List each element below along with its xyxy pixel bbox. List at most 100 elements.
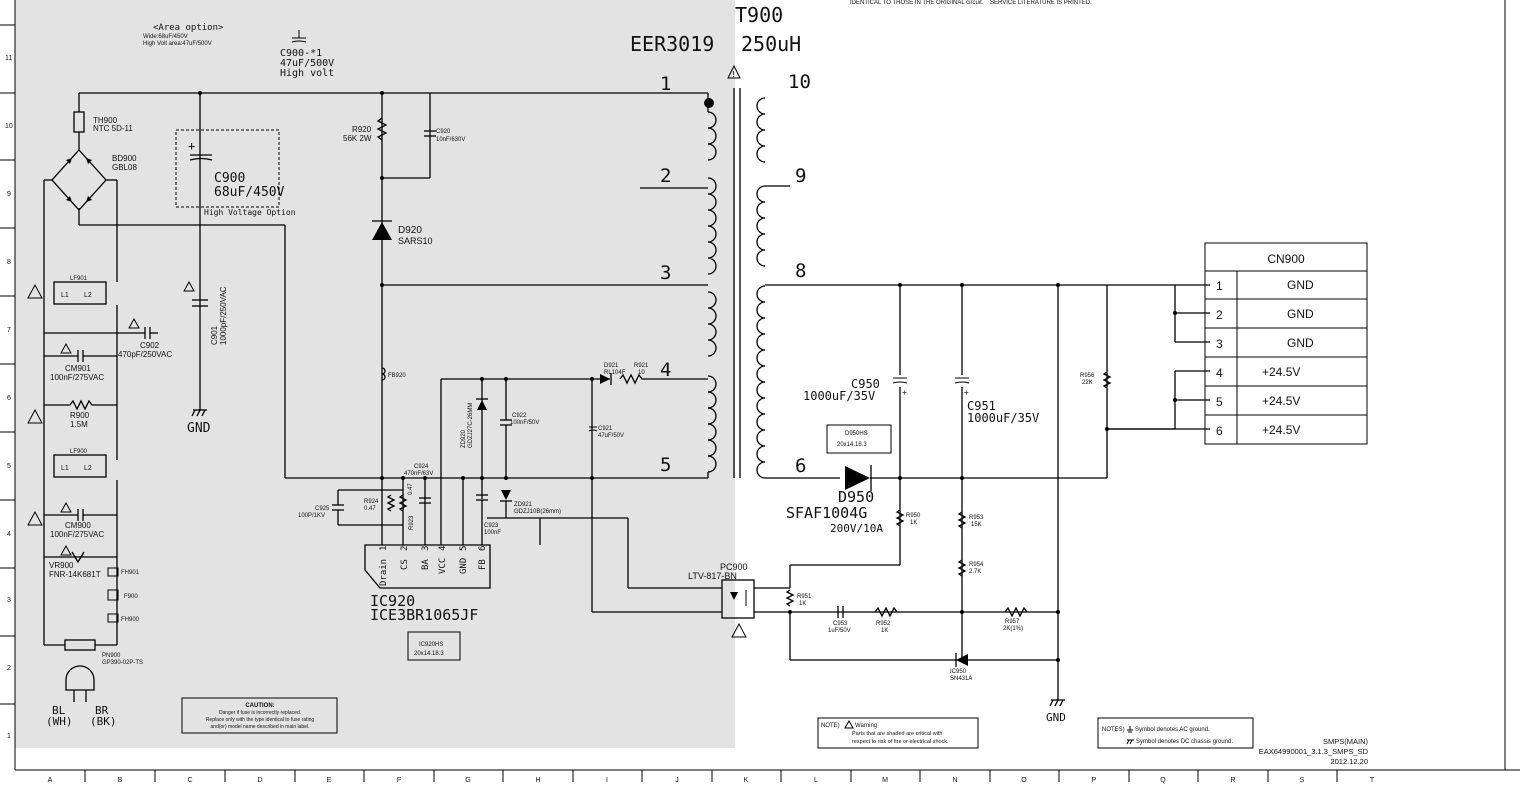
column-label: K [744,777,749,784]
transformer-ref: T900 [735,3,783,27]
column-label: E [327,777,332,784]
d950-diode [845,465,872,491]
column-ticks [84,770,1338,782]
c950-value: 1000uF/35V [803,389,875,403]
transformer-secondary-winding [756,97,766,479]
high-voltage-option-box [175,129,280,208]
c902-ref: C902 [140,341,160,350]
cn900-pin-num: 5 [1216,395,1223,409]
primary-ground-symbol [191,409,207,417]
warning-icon: ! [727,64,741,79]
tx-pin-1: 1 [660,73,671,95]
fb920-bead [381,367,386,381]
c900-1-ref: C900-*1 [280,48,322,59]
r956-resistor [1102,371,1112,389]
row-label: 7 [7,327,11,334]
r920-value: 56K 2W [343,134,372,143]
c951-ref: C951 [967,399,996,413]
fuse-holders [107,567,119,623]
tx-pin-5: 5 [660,454,671,476]
cn900-pin-num: 4 [1216,366,1223,380]
vr900-value: FNR-14K681T [49,570,101,579]
d950-ref: D950 [838,488,874,506]
c900-plus: + [188,139,195,153]
ic-pin-num: 4 [438,546,448,551]
r921-resistor [619,373,650,385]
warning-note-title: Warning [855,723,877,729]
row-label: 10 [5,123,13,130]
r957-ref: R957 [1005,619,1020,625]
ic-pin-num: 5 [459,546,469,551]
ground-note-line1: Symbol denotes AC ground. [1135,727,1210,733]
c953-ref: C953 [833,621,848,627]
warning-note-prefix: NOTE) [821,723,840,729]
area-option-high: High Volt area:47uF/500V [143,41,212,47]
warning-note-line1: Parts that are shaded are critical with [852,731,943,737]
column-label: G [465,777,470,784]
r953-resistor [957,511,967,529]
svg-text:!: ! [732,70,735,79]
row-labels: 11 10 9 8 7 6 5 4 3 2 1 [5,55,13,740]
th900-value: NTC 5D-11 [93,124,133,133]
column-labels: A B C D E F G H I J K L M N O P Q R S T [48,777,1375,784]
primary-wiring [43,92,709,645]
cn900-pin-num: 3 [1216,337,1223,351]
ground-note-box [1097,717,1254,749]
c900-value: 68uF/450V [214,185,285,200]
cn900-pin-label: GND [1287,336,1314,350]
c924-ref: C924 [414,464,429,470]
cm901-capacitor [44,350,117,362]
cn900-pin-label: +24.5V [1262,394,1300,408]
warning-icon [27,510,43,526]
c923-ref: C923 [484,523,499,529]
cn900-pin-num: 1 [1216,279,1223,293]
column-label: R [1230,777,1235,784]
bd900-ref: BD900 [112,154,137,163]
column-label: D [257,777,262,784]
column-label: H [535,777,540,784]
ic920hs-heatsink [407,631,461,661]
r900-value: 1.5M [70,420,88,429]
row-label: 8 [7,259,11,266]
c950-plus: + [902,388,907,397]
r954-ref: R954 [969,562,984,568]
caution-box [181,697,338,734]
cn900-pin-label: +24.5V [1262,365,1300,379]
th900-thermistor [73,111,85,133]
zd920-value: GDZJ27C-26MM [468,403,474,448]
pc900-part: LTV-817-BN [688,571,737,581]
caution-line1: Danger if fuse is incorrectly replaced. [219,710,301,716]
c901-value: 1000pF/250VAC [219,286,228,345]
lf901-l2: L2 [84,292,92,299]
cn900-ref: CN900 [1267,252,1305,266]
polarity-dot [704,98,714,108]
warning-note-line2: respect to risk of fire or electrical sh… [852,739,949,745]
pn900-ref: PN900 [102,653,121,659]
c950-ref: C950 [851,377,880,391]
c951-value: 1000uF/35V [967,411,1039,425]
c920-ref: C920 [436,129,451,135]
r924-resistor [386,494,396,512]
transformer-primary-winding [707,111,717,473]
cm901-value: 100nF/275VAC [50,373,104,382]
r957-value: 2K(1%) [1003,626,1023,632]
warning-icon [844,719,854,729]
zd920-ref: ZD920 [461,429,467,448]
chassis-ground-icon [1126,739,1134,745]
ic920-pins: Drain 1 CS 2 BA 3 VCC 4 GND 5 FB 6 [379,546,488,586]
cn900-pin-label: GND [1287,307,1314,321]
warning-icon [60,501,72,513]
warning-icon [60,342,72,354]
ic-pin-num: 6 [478,546,488,551]
primary-gnd-label: GND [187,421,211,436]
d950-rating: 200V/10A [830,522,883,535]
c901-ref: C901 [210,325,219,345]
top-note-right: SERVICE LITERATURE IS PRINTED. [990,0,1092,6]
caution-title: CAUTION: [245,703,274,709]
vr900-ref: VR900 [49,561,74,570]
ic920-ref: IC920 [370,592,415,610]
cn900-pin-num: 6 [1216,424,1223,438]
secondary-ground-symbol [1049,699,1065,707]
fh901-ref: FH901 [121,570,140,576]
